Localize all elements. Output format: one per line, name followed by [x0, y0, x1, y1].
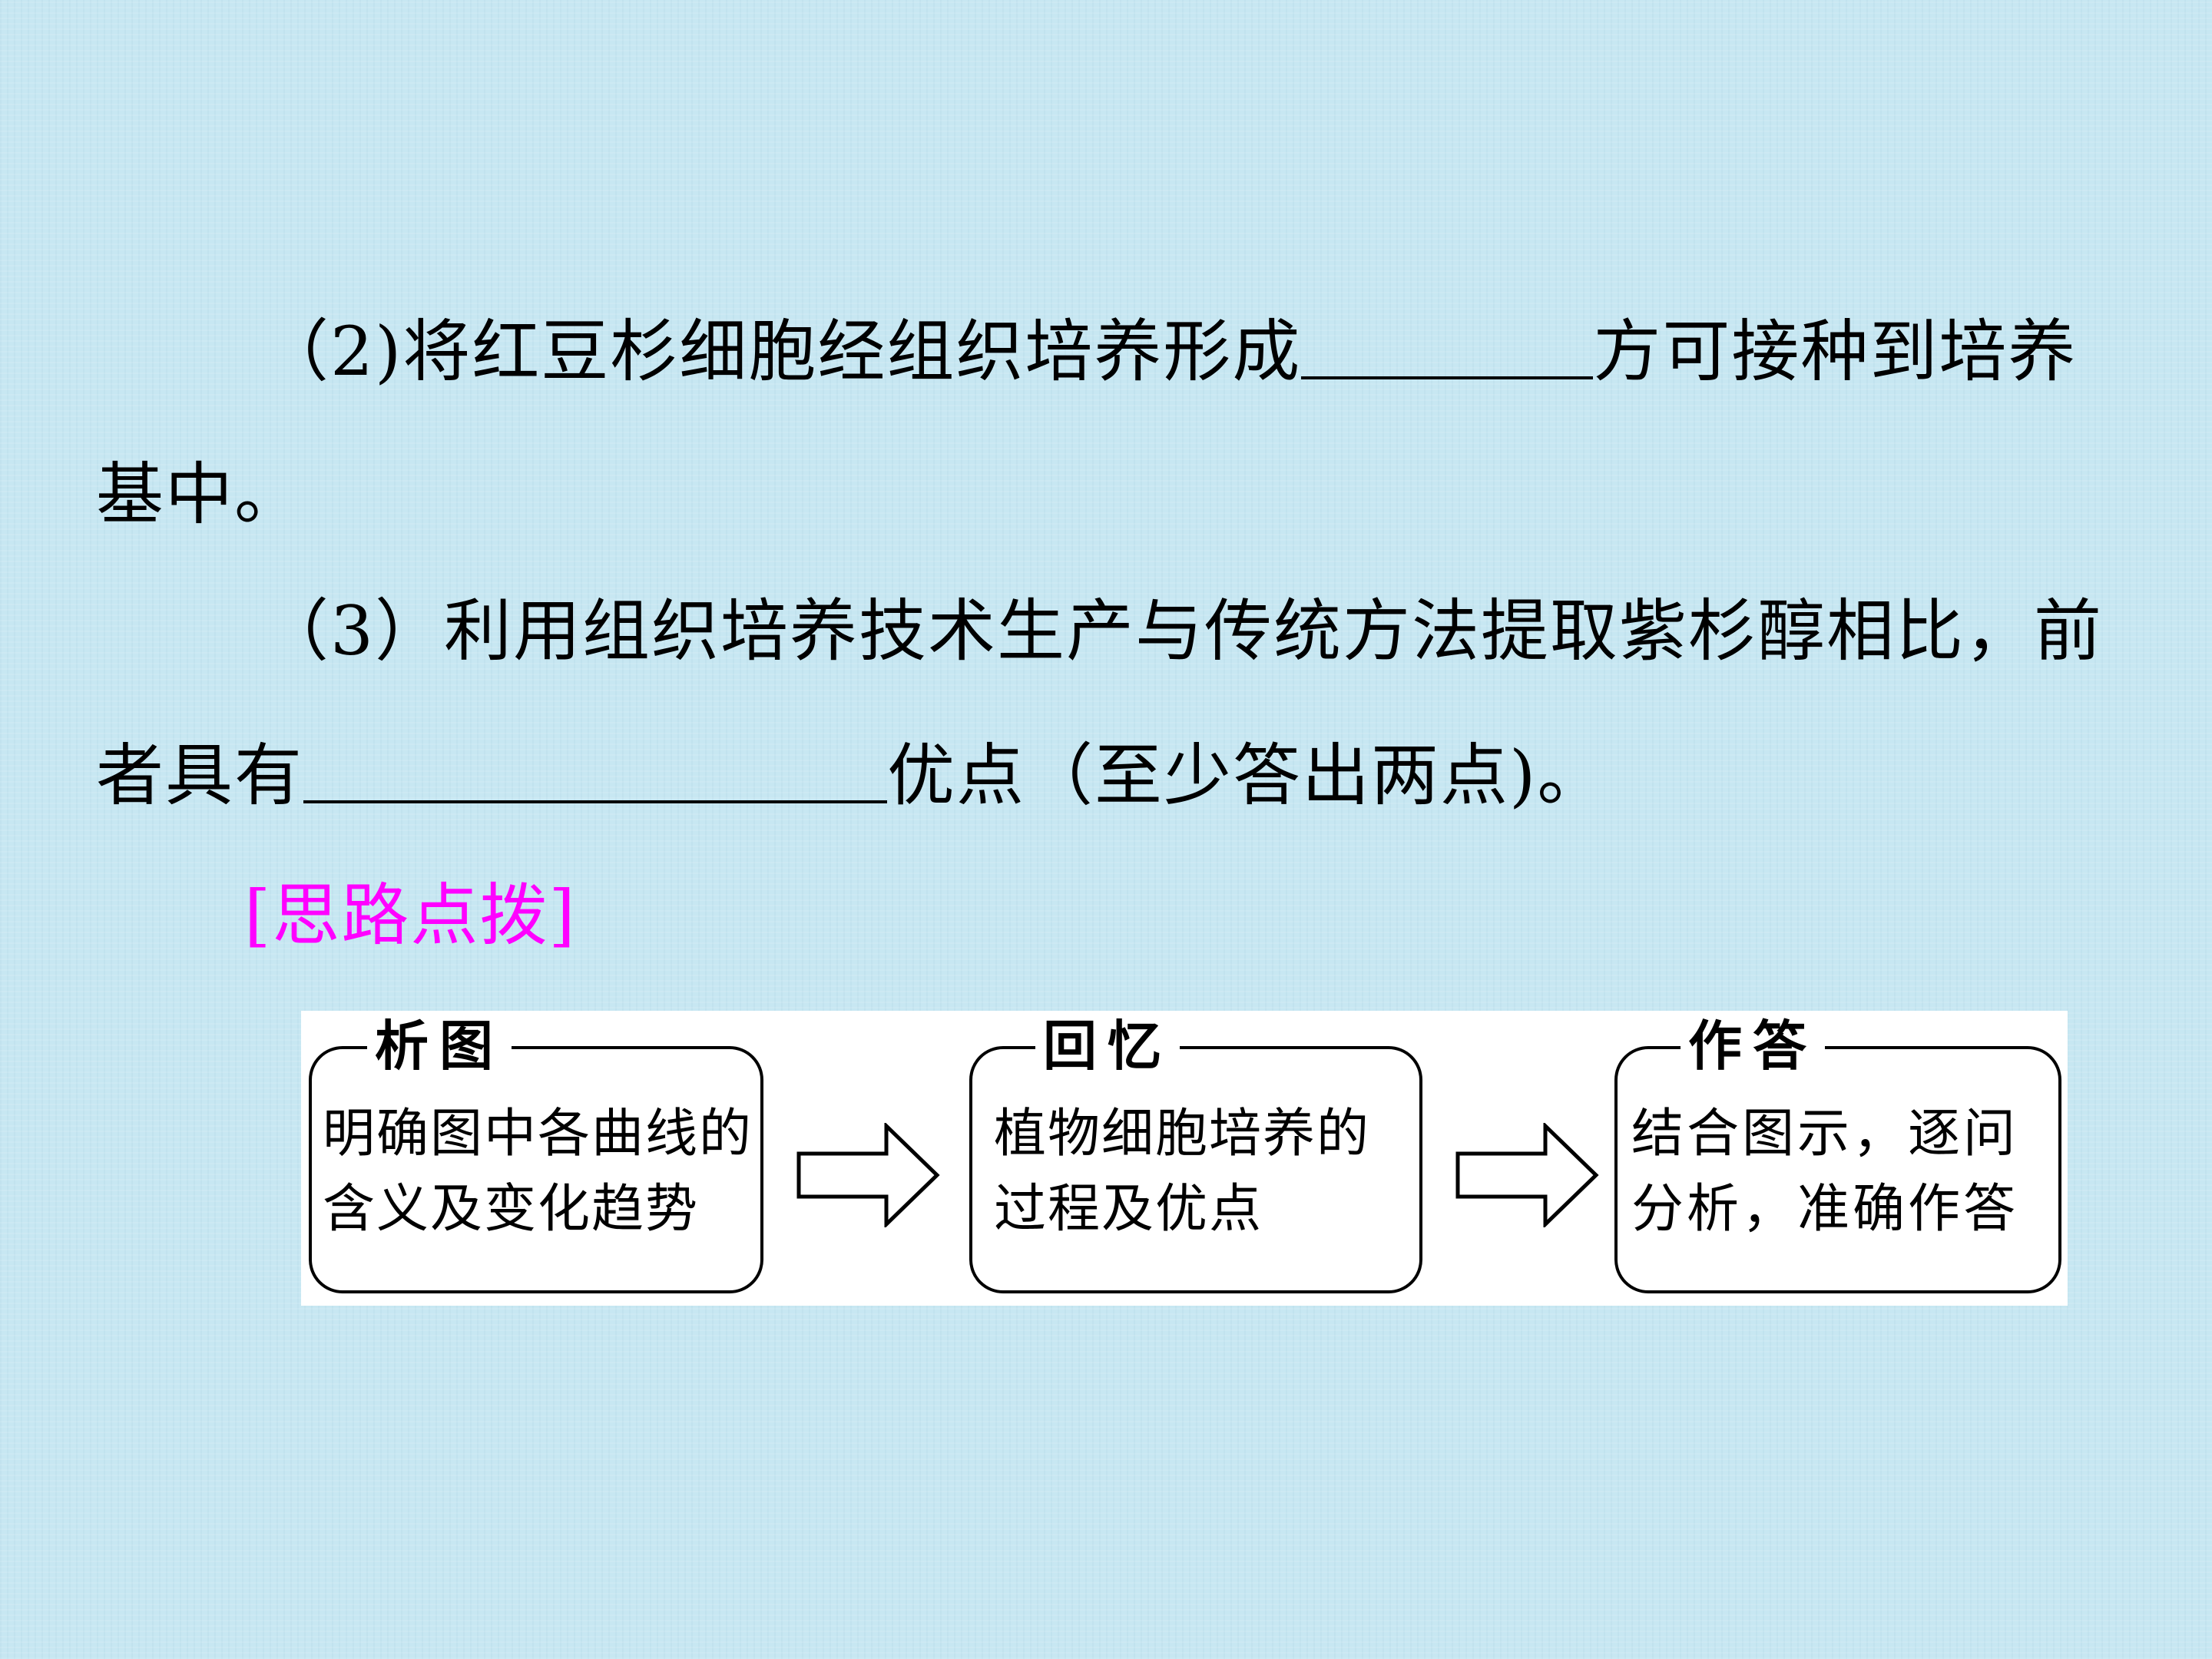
- flow-step-line: 过程及优点: [994, 1179, 1263, 1240]
- question-part3-line1: （3）利用组织培养技术生产与传统方法提取紫杉醇相比，前: [261, 591, 2103, 671]
- question-part2-line2: 基中。: [96, 455, 304, 534]
- flow-step-analyze: 析图 明确图中各曲线的 含义及变化趋势: [309, 1015, 763, 1293]
- answer-blank-1: [1301, 316, 1594, 379]
- right-arrow-icon: [796, 1123, 940, 1227]
- flow-step-line: 分析，准确作答: [1631, 1179, 2019, 1240]
- question-part2-text: （2)将红豆杉细胞经组织培养形成: [261, 312, 1302, 391]
- flow-step-title: 作答: [1681, 1015, 1825, 1077]
- flow-step-body: 植物细胞培养的 过程及优点: [994, 1097, 1370, 1247]
- thinking-flow-diagram: 析图 明确图中各曲线的 含义及变化趋势 回忆 植物细胞培养的 过程及优点 作答 …: [301, 1011, 2068, 1306]
- flow-step-title: 析图: [367, 1015, 512, 1077]
- question-part3-text: 者具有: [96, 736, 304, 815]
- answer-blank-2: [303, 740, 888, 803]
- flow-step-line: 结合图示，逐问: [1631, 1104, 2019, 1164]
- question-part3-text-end: 优点（至少答出两点)。: [887, 736, 1607, 815]
- flow-step-body: 明确图中各曲线的 含义及变化趋势: [323, 1097, 753, 1247]
- flow-step-line: 明确图中各曲线的: [323, 1104, 753, 1164]
- question-part2-text-end: 方可接种到培养: [1593, 312, 2078, 391]
- right-arrow-icon: [1455, 1123, 1599, 1227]
- flow-step-line: 含义及变化趋势: [323, 1179, 700, 1240]
- flow-step-body: 结合图示，逐问 分析，准确作答: [1631, 1097, 2018, 1247]
- flow-step-answer: 作答 结合图示，逐问 分析，准确作答: [1614, 1015, 2061, 1293]
- question-part3-line2: 者具有 优点（至少答出两点)。: [96, 737, 1606, 814]
- flow-step-recall: 回忆 植物细胞培养的 过程及优点: [969, 1015, 1422, 1293]
- flow-step-title: 回忆: [1035, 1015, 1180, 1077]
- flow-step-line: 植物细胞培养的: [994, 1104, 1371, 1164]
- hint-header: [思路点拨]: [244, 876, 577, 955]
- question-part2-line1: （2)将红豆杉细胞经组织培养形成 方可接种到培养: [261, 313, 2077, 390]
